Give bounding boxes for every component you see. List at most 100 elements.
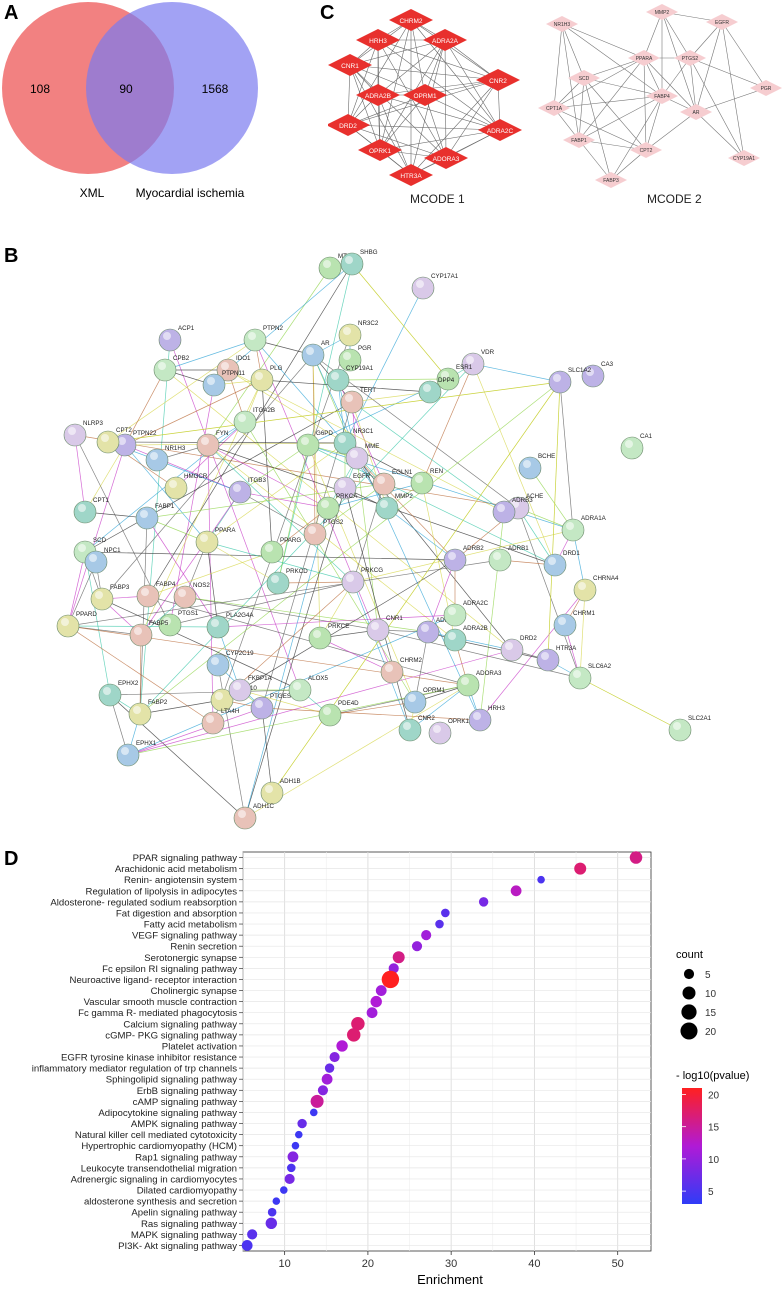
mcode2-edge — [643, 11, 663, 59]
mcode1-node-label: CNR2 — [489, 78, 507, 85]
mcode1-edge — [424, 94, 501, 131]
network-edge — [337, 378, 449, 381]
network-node-highlight — [586, 368, 594, 376]
venn-right-label: Myocardial ischemia — [136, 186, 245, 200]
network-edge — [127, 707, 263, 756]
mcode2-edge — [561, 23, 580, 141]
bubble-point — [629, 851, 643, 864]
network-node-circle — [158, 328, 182, 352]
network-node: FKBP1A — [228, 675, 273, 702]
network-node: LTA4H — [201, 708, 239, 735]
mcode2-node: PGR — [750, 80, 782, 96]
bubble-point — [247, 1229, 258, 1240]
network-edge — [206, 442, 346, 543]
network-node-highlight — [233, 484, 241, 492]
network-node-highlight — [343, 352, 351, 360]
network-node-circle — [250, 696, 274, 720]
network-node: PRKCD — [266, 568, 308, 595]
mcode1-edge — [349, 64, 426, 96]
venn-left-label: XML — [80, 186, 105, 200]
bubble-point — [321, 1073, 333, 1085]
category-label: ErbB signaling pathway — [137, 1086, 237, 1097]
mcode2-node: EGFR — [706, 14, 738, 30]
mcode1-node-shape — [389, 9, 433, 31]
x-tick-label: 40 — [528, 1258, 540, 1270]
mcode1-edge — [349, 64, 412, 176]
bubble-point — [310, 1094, 324, 1108]
network-node-highlight — [68, 427, 76, 435]
network-node-highlight — [541, 652, 549, 660]
category-label: aldosterone synthesis and secretion — [84, 1197, 237, 1208]
network-node-highlight — [221, 362, 229, 370]
mcode2-node-shape — [680, 104, 712, 120]
network-node-circle — [303, 522, 327, 546]
mcode2-node-shape — [706, 14, 738, 30]
bubble-point — [309, 1108, 318, 1117]
network-node-highlight — [308, 526, 316, 534]
network-node-circle — [340, 390, 364, 414]
network-node-circle — [561, 518, 585, 542]
network-node-highlight — [448, 607, 456, 615]
network-node-highlight — [461, 677, 469, 685]
mcode2-node-shape — [646, 4, 678, 20]
network-node-label: SHBG — [360, 249, 378, 256]
mcode2-node-shape — [728, 150, 760, 166]
network-node-highlight — [211, 619, 219, 627]
network-node-circle — [553, 613, 577, 637]
network-node-circle — [500, 638, 524, 662]
network-node-label: NR3C2 — [358, 320, 379, 327]
network-edge — [479, 511, 505, 721]
network-node: SCD — [73, 537, 107, 564]
network-node-circle — [316, 496, 340, 520]
network-node: PRKCA — [316, 493, 358, 520]
network-node-label: G6PD — [316, 430, 333, 437]
plot-panel — [242, 851, 652, 1252]
network-node-label: ADRB1 — [508, 545, 529, 552]
category-label: Adrenergic signaling in cardiomyocytes — [71, 1174, 238, 1185]
network-node-circle — [116, 743, 140, 767]
network-node-label: ADRA2B — [463, 625, 488, 632]
panel-a-label: A — [4, 2, 19, 24]
network-node-highlight — [121, 747, 129, 755]
mcode1-node: ADRA2B — [356, 84, 400, 106]
network-edge — [207, 444, 456, 641]
network-node-label: EGFR — [353, 473, 371, 480]
network-node: CHRNA4 — [573, 575, 619, 602]
network-node-highlight — [625, 440, 633, 448]
bubble-point — [287, 1151, 299, 1163]
bubble-point — [366, 1007, 378, 1019]
network-edge — [579, 677, 681, 731]
network-node: ADRB1 — [488, 545, 529, 572]
mcode2-edge — [610, 95, 663, 181]
network-edge — [356, 457, 456, 561]
network-node-circle — [153, 358, 177, 382]
network-node: CHRM2 — [380, 657, 423, 684]
category-label: Platelet activation — [162, 1041, 237, 1052]
network-node-label: CA3 — [601, 361, 614, 368]
mcode1-edge — [347, 124, 501, 131]
mcode1-node-shape — [403, 84, 447, 106]
mcode2-node-label: FABP4 — [654, 94, 670, 100]
network-node-label: IDO1 — [236, 355, 251, 362]
category-label: PPAR signaling pathway — [133, 853, 238, 864]
mcode2-node-shape — [646, 88, 678, 104]
network-node: ITGB3 — [228, 477, 266, 504]
bubble-point — [267, 1207, 277, 1217]
network-node-circle — [63, 423, 87, 447]
category-label: PI3K- Akt signaling pathway — [118, 1241, 237, 1252]
network-node-highlight — [343, 327, 351, 335]
network-node-highlight — [265, 785, 273, 793]
network-node-label: AR — [321, 340, 330, 347]
mcode1-edge — [410, 39, 446, 176]
mcode2-edge — [695, 111, 745, 159]
mcode1-edge — [445, 79, 499, 159]
network-node: PTPN2 — [243, 325, 284, 352]
network-node: HRH3 — [468, 705, 505, 732]
mcode1-node-shape — [328, 114, 370, 136]
network-node-label: ADRB2 — [463, 545, 484, 552]
network-node-circle — [129, 623, 153, 647]
network-edge — [427, 559, 456, 633]
x-tick-label: 30 — [445, 1258, 457, 1270]
